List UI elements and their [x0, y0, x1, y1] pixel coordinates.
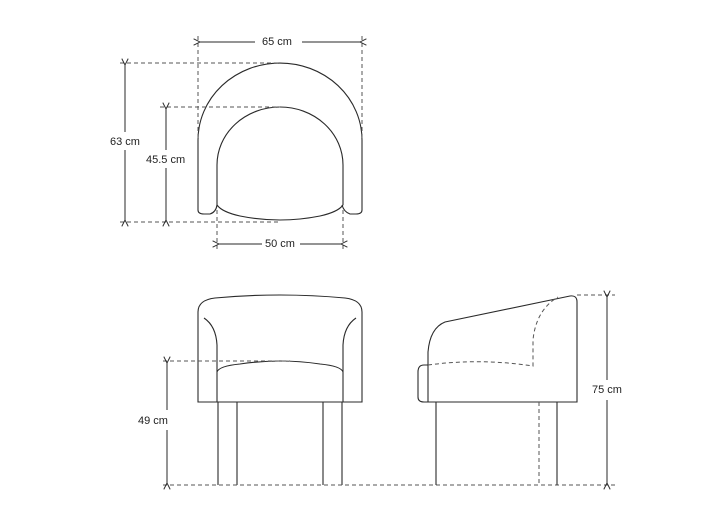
- depth-label: 63 cm: [108, 136, 142, 148]
- side-view: [417, 295, 615, 485]
- width-label: 65 cm: [260, 36, 294, 48]
- total-height-label: 75 cm: [590, 384, 624, 396]
- front-view: [163, 294, 615, 485]
- seat-height-label: 49 cm: [136, 415, 170, 427]
- top-view: [120, 36, 362, 250]
- inner-depth-label: 45.5 cm: [144, 154, 188, 166]
- seat-width-label: 50 cm: [263, 238, 297, 250]
